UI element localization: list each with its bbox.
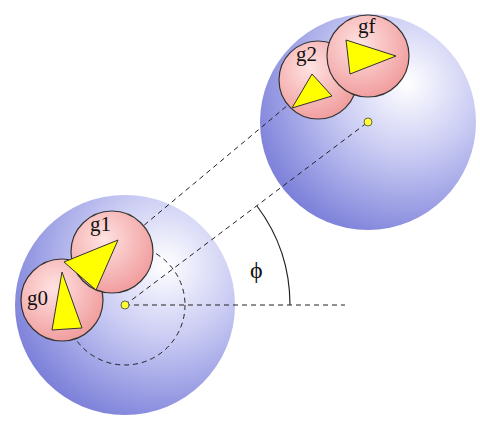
state-label: gf — [358, 16, 376, 37]
center-dot — [364, 118, 372, 126]
dashed-connector — [144, 106, 287, 225]
angle-label: ϕ — [250, 258, 263, 282]
reference-line — [125, 305, 345, 306]
state-label: g0 — [27, 288, 48, 309]
center-dot — [121, 301, 129, 309]
angle-arc — [257, 206, 290, 305]
state-label: g1 — [90, 214, 111, 235]
state-label: g2 — [296, 44, 317, 65]
circle-outline — [70, 210, 154, 294]
state-circle: g1 — [70, 210, 154, 294]
state-circle: gf — [326, 14, 410, 98]
sphere — [260, 14, 476, 230]
center-line — [125, 122, 368, 305]
